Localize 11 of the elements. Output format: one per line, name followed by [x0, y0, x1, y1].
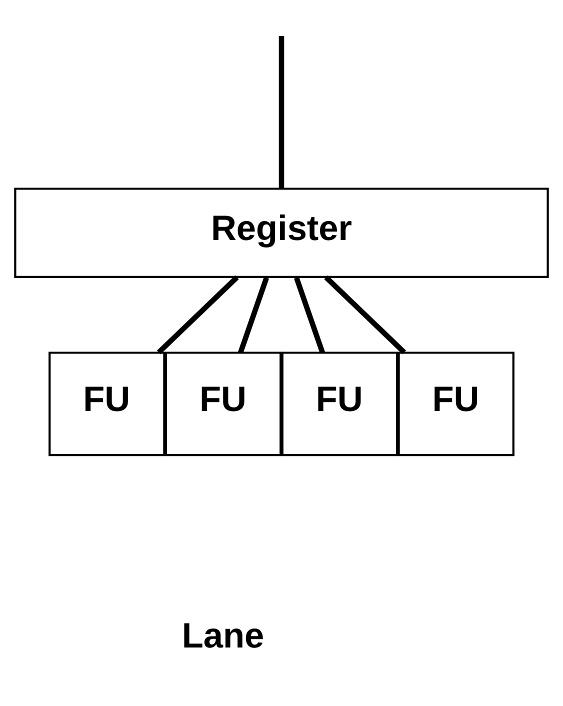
- node-box: FU: [398, 352, 514, 456]
- connector: [238, 276, 269, 354]
- node-box: FU: [281, 352, 398, 456]
- node-box: FU: [48, 352, 166, 456]
- node-box: FU: [164, 352, 282, 456]
- connector: [278, 36, 284, 189]
- connector: [324, 275, 406, 354]
- node-box: Register: [14, 188, 549, 278]
- label: Lane: [182, 616, 264, 656]
- connector: [294, 276, 325, 354]
- connector: [156, 275, 239, 354]
